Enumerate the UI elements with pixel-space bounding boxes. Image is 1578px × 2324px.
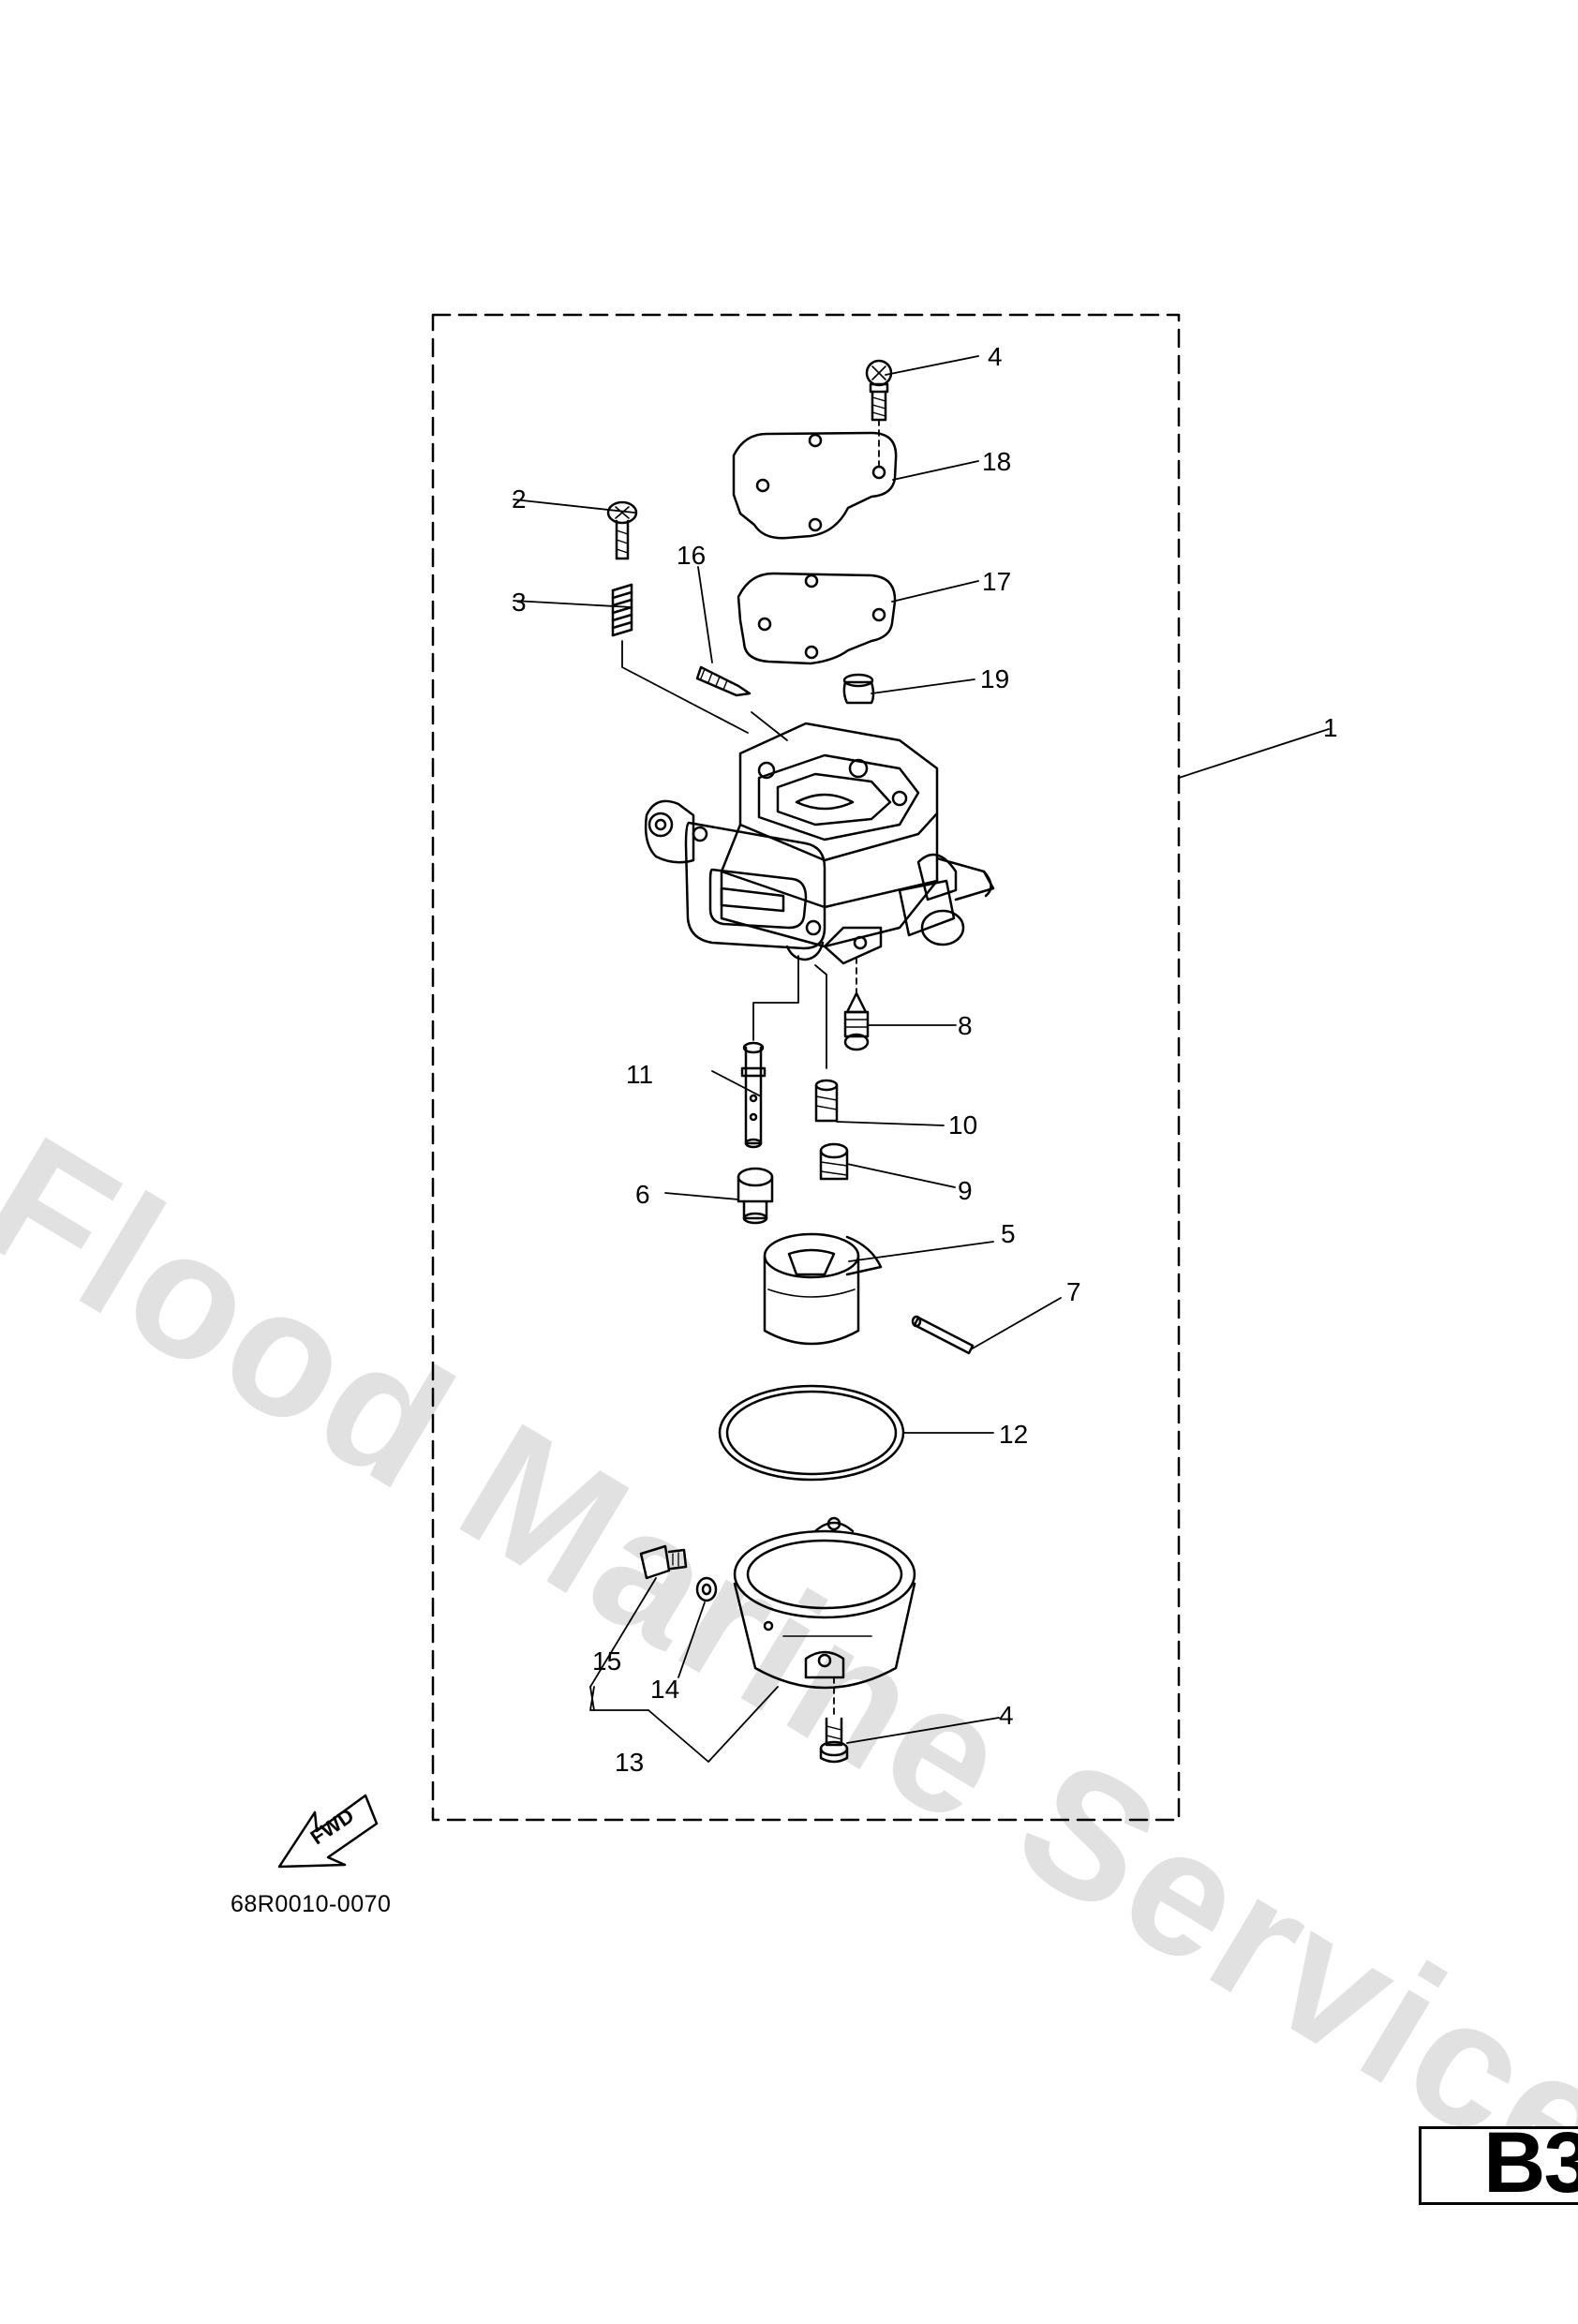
part-12-o-ring (718, 1384, 905, 1482)
callout-4-bottom: 4 (999, 1701, 1014, 1730)
fwd-arrow-icon (277, 1794, 379, 1869)
part-13-float-bowl (733, 1516, 916, 1690)
part-11-main-nozzle (740, 1041, 767, 1149)
callout-7: 7 (1066, 1277, 1081, 1306)
callout-14: 14 (650, 1675, 679, 1704)
page-code: B3 (1483, 2115, 1578, 2211)
part-17-gasket (737, 572, 897, 665)
carburetor-body (644, 722, 995, 965)
callout-2: 2 (512, 484, 527, 514)
part-14-washer (695, 1576, 718, 1602)
callout-6: 6 (635, 1180, 650, 1209)
callout-8: 8 (958, 1011, 973, 1040)
part-8-needle-valve (843, 991, 870, 1051)
callout-10: 10 (948, 1110, 977, 1140)
assembly-boundary (431, 313, 1181, 1822)
part-18-cover-plate (732, 419, 898, 540)
callout-1: 1 (1323, 713, 1338, 742)
callout-12: 12 (999, 1420, 1028, 1449)
part-6-jet-holder (737, 1167, 774, 1225)
part-5-float (763, 1232, 883, 1346)
callout-17: 17 (982, 567, 1011, 596)
callout-18: 18 (982, 447, 1011, 476)
part-10-pilot-jet (814, 1079, 839, 1123)
callout-16: 16 (677, 541, 706, 570)
callout-9: 9 (958, 1176, 973, 1205)
callout-15: 15 (592, 1646, 621, 1676)
callout-3: 3 (512, 588, 527, 617)
part-15-drain-screw (639, 1544, 688, 1580)
part-3-spring (611, 583, 633, 637)
callout-19: 19 (980, 664, 1009, 693)
part-16-needle-screw (695, 665, 752, 697)
part-2-screw (606, 500, 638, 560)
figure-reference-code: 68R0010-0070 (231, 1891, 392, 1917)
part-19-cap (842, 673, 875, 705)
callout-11: 11 (626, 1060, 653, 1089)
callout-4-top: 4 (988, 342, 1003, 371)
part-4-screw-top (865, 359, 893, 422)
callout-13: 13 (615, 1748, 644, 1777)
part-9-main-jet (819, 1142, 849, 1181)
callout-5: 5 (1001, 1219, 1016, 1248)
part-4-screw-bottom (819, 1676, 849, 1764)
part-7-float-pin (911, 1315, 975, 1355)
page-code-box (1419, 2126, 1578, 2205)
